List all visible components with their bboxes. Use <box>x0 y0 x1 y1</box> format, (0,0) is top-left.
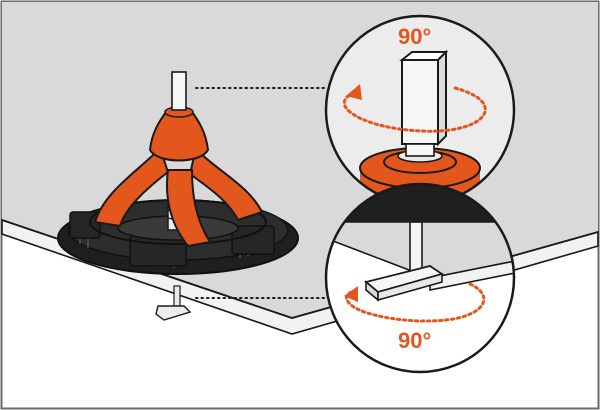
top-rotation-label: 90° <box>398 24 431 49</box>
top-tab <box>171 71 187 111</box>
rotation-arrow-bottom-icon <box>344 282 486 323</box>
bottom-rotation-label: 90° <box>398 328 431 353</box>
leveling-device <box>57 71 299 321</box>
orange-cap-body <box>93 111 264 248</box>
rotation-arrow-top-icon <box>342 86 487 133</box>
bottom-t-bar <box>155 285 192 321</box>
